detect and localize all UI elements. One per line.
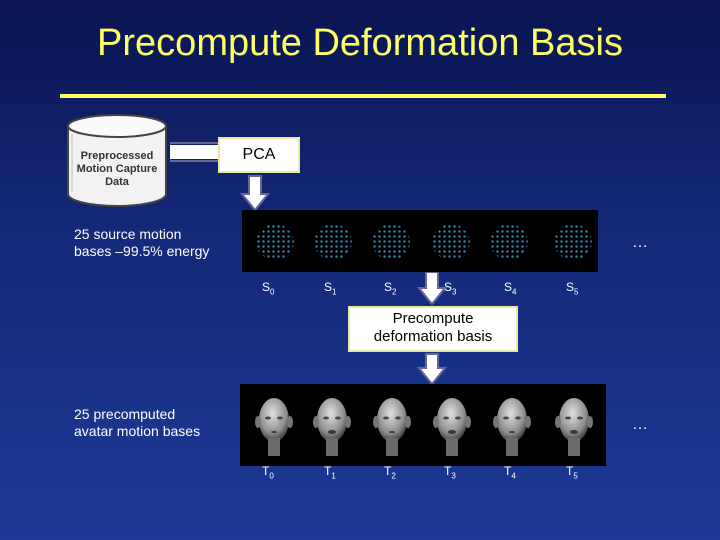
- source-label-line: bases –99.5% energy: [74, 243, 210, 259]
- database-icon: [67, 114, 167, 207]
- precompute-box: Precompute deformation basis: [348, 306, 518, 352]
- precompute-label-line: Precompute: [392, 310, 474, 327]
- source-basis-label: S2: [384, 280, 397, 297]
- avatar-basis-label: T3: [444, 464, 456, 481]
- avatar-face: [555, 398, 593, 456]
- source-basis-point-cloud: [314, 224, 352, 260]
- page-title: Precompute Deformation Basis: [97, 22, 623, 64]
- source-ellipsis: …: [632, 234, 650, 251]
- source-basis-point-cloud: [432, 224, 470, 260]
- source-basis-point-cloud: [490, 224, 528, 260]
- avatar-face: [493, 398, 531, 456]
- arrow-source-to-precompute: [416, 271, 448, 306]
- avatar-basis-label: T4: [504, 464, 516, 481]
- avatar-basis-label: T0: [262, 464, 274, 481]
- avatar-face: [313, 398, 351, 456]
- avatar-basis-label: T5: [566, 464, 578, 481]
- database-label-line: Preprocessed: [80, 150, 154, 162]
- avatar-face: [255, 398, 293, 456]
- avatar-ellipsis: …: [632, 416, 650, 433]
- pca-box: PCA: [218, 137, 300, 173]
- avatar-bases-strip: [240, 384, 606, 466]
- avatar-face: [373, 398, 411, 456]
- source-basis-label: S4: [504, 280, 517, 297]
- source-basis-point-cloud: [256, 224, 294, 260]
- source-basis-point-cloud: [372, 224, 410, 260]
- avatar-label-line: avatar motion bases: [74, 423, 201, 439]
- arrow-pca-to-source: [239, 175, 271, 212]
- database-label-line: Motion Capture: [76, 163, 158, 175]
- avatar-bases-label: 25 precomputed avatar motion bases: [74, 406, 244, 440]
- avatar-basis-label: T1: [324, 464, 336, 481]
- source-basis-label: S1: [324, 280, 337, 297]
- arrow-precompute-to-avatar: [416, 353, 448, 386]
- source-basis-label: S0: [262, 280, 275, 297]
- source-bases-strip: [242, 210, 598, 272]
- precompute-label-line: deformation basis: [373, 328, 493, 345]
- source-basis-label: S5: [566, 280, 579, 297]
- database-label: Preprocessed Motion Capture Data: [66, 150, 168, 189]
- avatar-face: [433, 398, 471, 456]
- title-underline: [60, 94, 666, 98]
- source-bases-label: 25 source motion bases –99.5% energy: [74, 226, 244, 260]
- source-basis-label: S3: [444, 280, 457, 297]
- source-label-line: 25 source motion: [74, 226, 182, 242]
- avatar-basis-label: T2: [384, 464, 396, 481]
- avatar-label-line: 25 precomputed: [74, 406, 176, 422]
- database-label-line: Data: [105, 176, 129, 188]
- arrow-database-to-pca: [170, 142, 218, 162]
- source-basis-point-cloud: [554, 224, 592, 260]
